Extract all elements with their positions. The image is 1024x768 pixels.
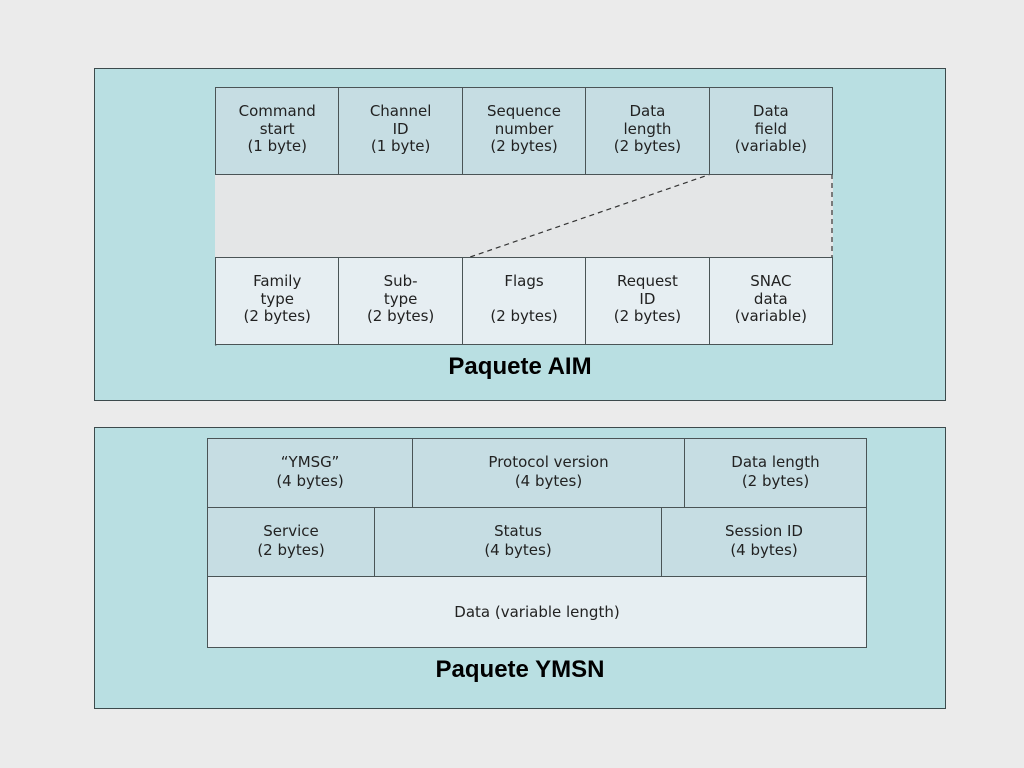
ymsn-field-data-length: Data length (2 bytes) bbox=[684, 439, 866, 507]
field-label: Flags bbox=[504, 272, 544, 290]
snac-field-family-type: Family type (2 bytes) bbox=[216, 258, 339, 344]
ymsn-row-1: “YMSG” (4 bytes) Protocol version (4 byt… bbox=[208, 439, 866, 508]
field-label: Family bbox=[253, 272, 302, 290]
field-label: Session ID bbox=[725, 522, 803, 540]
field-size: (1 byte) bbox=[370, 137, 431, 155]
field-label: Request bbox=[616, 272, 678, 290]
field-label: ID bbox=[639, 289, 656, 308]
field-label: number bbox=[494, 119, 554, 138]
field-size: (4 bytes) bbox=[514, 471, 583, 490]
ymsn-field-protocol-version: Protocol version (4 bytes) bbox=[412, 439, 684, 507]
ymsn-row-2: Service (2 bytes) Status (4 bytes) Sessi… bbox=[208, 508, 866, 577]
field-size: (2 bytes) bbox=[243, 307, 311, 325]
aim-field-data-field: Data field (variable) bbox=[708, 88, 833, 174]
field-size: (2 bytes) bbox=[490, 137, 558, 155]
field-size: (2 bytes) bbox=[490, 307, 558, 325]
field-size: (2 bytes) bbox=[613, 137, 682, 155]
field-label: Data (variable length) bbox=[454, 602, 620, 621]
field-label: field bbox=[754, 119, 788, 138]
snac-field-flags: Flags (2 bytes) bbox=[461, 258, 586, 344]
ymsn-field-ymsg: “YMSG” (4 bytes) bbox=[208, 439, 412, 507]
field-size: (1 byte) bbox=[247, 137, 307, 155]
field-label: Protocol version bbox=[488, 453, 609, 471]
field-label: data bbox=[753, 289, 788, 308]
field-size: (4 bytes) bbox=[484, 540, 552, 559]
ymsn-field-service: Service (2 bytes) bbox=[208, 508, 374, 576]
ymsn-packet-panel: “YMSG” (4 bytes) Protocol version (4 byt… bbox=[94, 427, 946, 709]
aim-snac-row: Family type (2 bytes) Sub- type (2 bytes… bbox=[215, 257, 833, 345]
field-size: (2 bytes) bbox=[257, 540, 325, 559]
ymsn-caption: Paquete YMSN bbox=[435, 656, 605, 683]
ymsn-field-data: Data (variable length) bbox=[208, 577, 866, 647]
aim-field-channel-id: Channel ID (1 byte) bbox=[338, 88, 462, 174]
field-label: Sub- bbox=[383, 272, 418, 290]
snac-field-snac-data: SNAC data (variable) bbox=[708, 258, 833, 344]
field-label: Sequence bbox=[487, 102, 562, 120]
snac-field-subtype: Sub- type (2 bytes) bbox=[338, 258, 462, 344]
aim-field-data-length: Data length (2 bytes) bbox=[585, 88, 709, 174]
field-label: type bbox=[383, 289, 418, 308]
field-label: Service bbox=[263, 522, 319, 540]
field-label: Channel bbox=[369, 102, 432, 120]
field-label: Data bbox=[752, 102, 789, 120]
aim-field-command-start: Command start (1 byte) bbox=[216, 88, 339, 174]
field-label: ID bbox=[392, 119, 409, 138]
ymsn-field-session-id: Session ID (4 bytes) bbox=[661, 508, 866, 576]
field-label: Data length bbox=[731, 453, 820, 471]
field-size: (4 bytes) bbox=[730, 540, 798, 559]
field-label: Command bbox=[238, 102, 316, 120]
field-label: “YMSG” bbox=[280, 453, 340, 471]
field-size: (2 bytes) bbox=[613, 307, 682, 325]
field-label: length bbox=[623, 119, 672, 138]
aim-field-sequence-number: Sequence number (2 bytes) bbox=[461, 88, 586, 174]
field-label: start bbox=[259, 119, 295, 138]
field-label: SNAC bbox=[750, 272, 792, 290]
aim-packet-panel: Command start (1 byte) Channel ID (1 byt… bbox=[94, 68, 946, 401]
field-size: (4 bytes) bbox=[276, 471, 344, 490]
aim-caption: Paquete AIM bbox=[448, 353, 592, 380]
ymsn-row-3: Data (variable length) bbox=[208, 577, 866, 647]
field-size: (2 bytes) bbox=[366, 307, 435, 325]
snac-field-request-id: Request ID (2 bytes) bbox=[585, 258, 709, 344]
field-label: Data bbox=[629, 102, 666, 120]
aim-header-row: Command start (1 byte) Channel ID (1 byt… bbox=[215, 87, 833, 175]
field-size: (variable) bbox=[734, 307, 807, 325]
field-size: (variable) bbox=[734, 137, 807, 155]
field-label: type bbox=[260, 289, 294, 308]
ymsn-field-status: Status (4 bytes) bbox=[374, 508, 661, 576]
field-size: (2 bytes) bbox=[741, 471, 810, 490]
expansion-band bbox=[215, 173, 833, 257]
ymsn-packet-diagram: “YMSG” (4 bytes) Protocol version (4 byt… bbox=[207, 438, 867, 648]
aim-packet-diagram: Command start (1 byte) Channel ID (1 byt… bbox=[214, 87, 833, 347]
field-label: Status bbox=[494, 522, 542, 540]
